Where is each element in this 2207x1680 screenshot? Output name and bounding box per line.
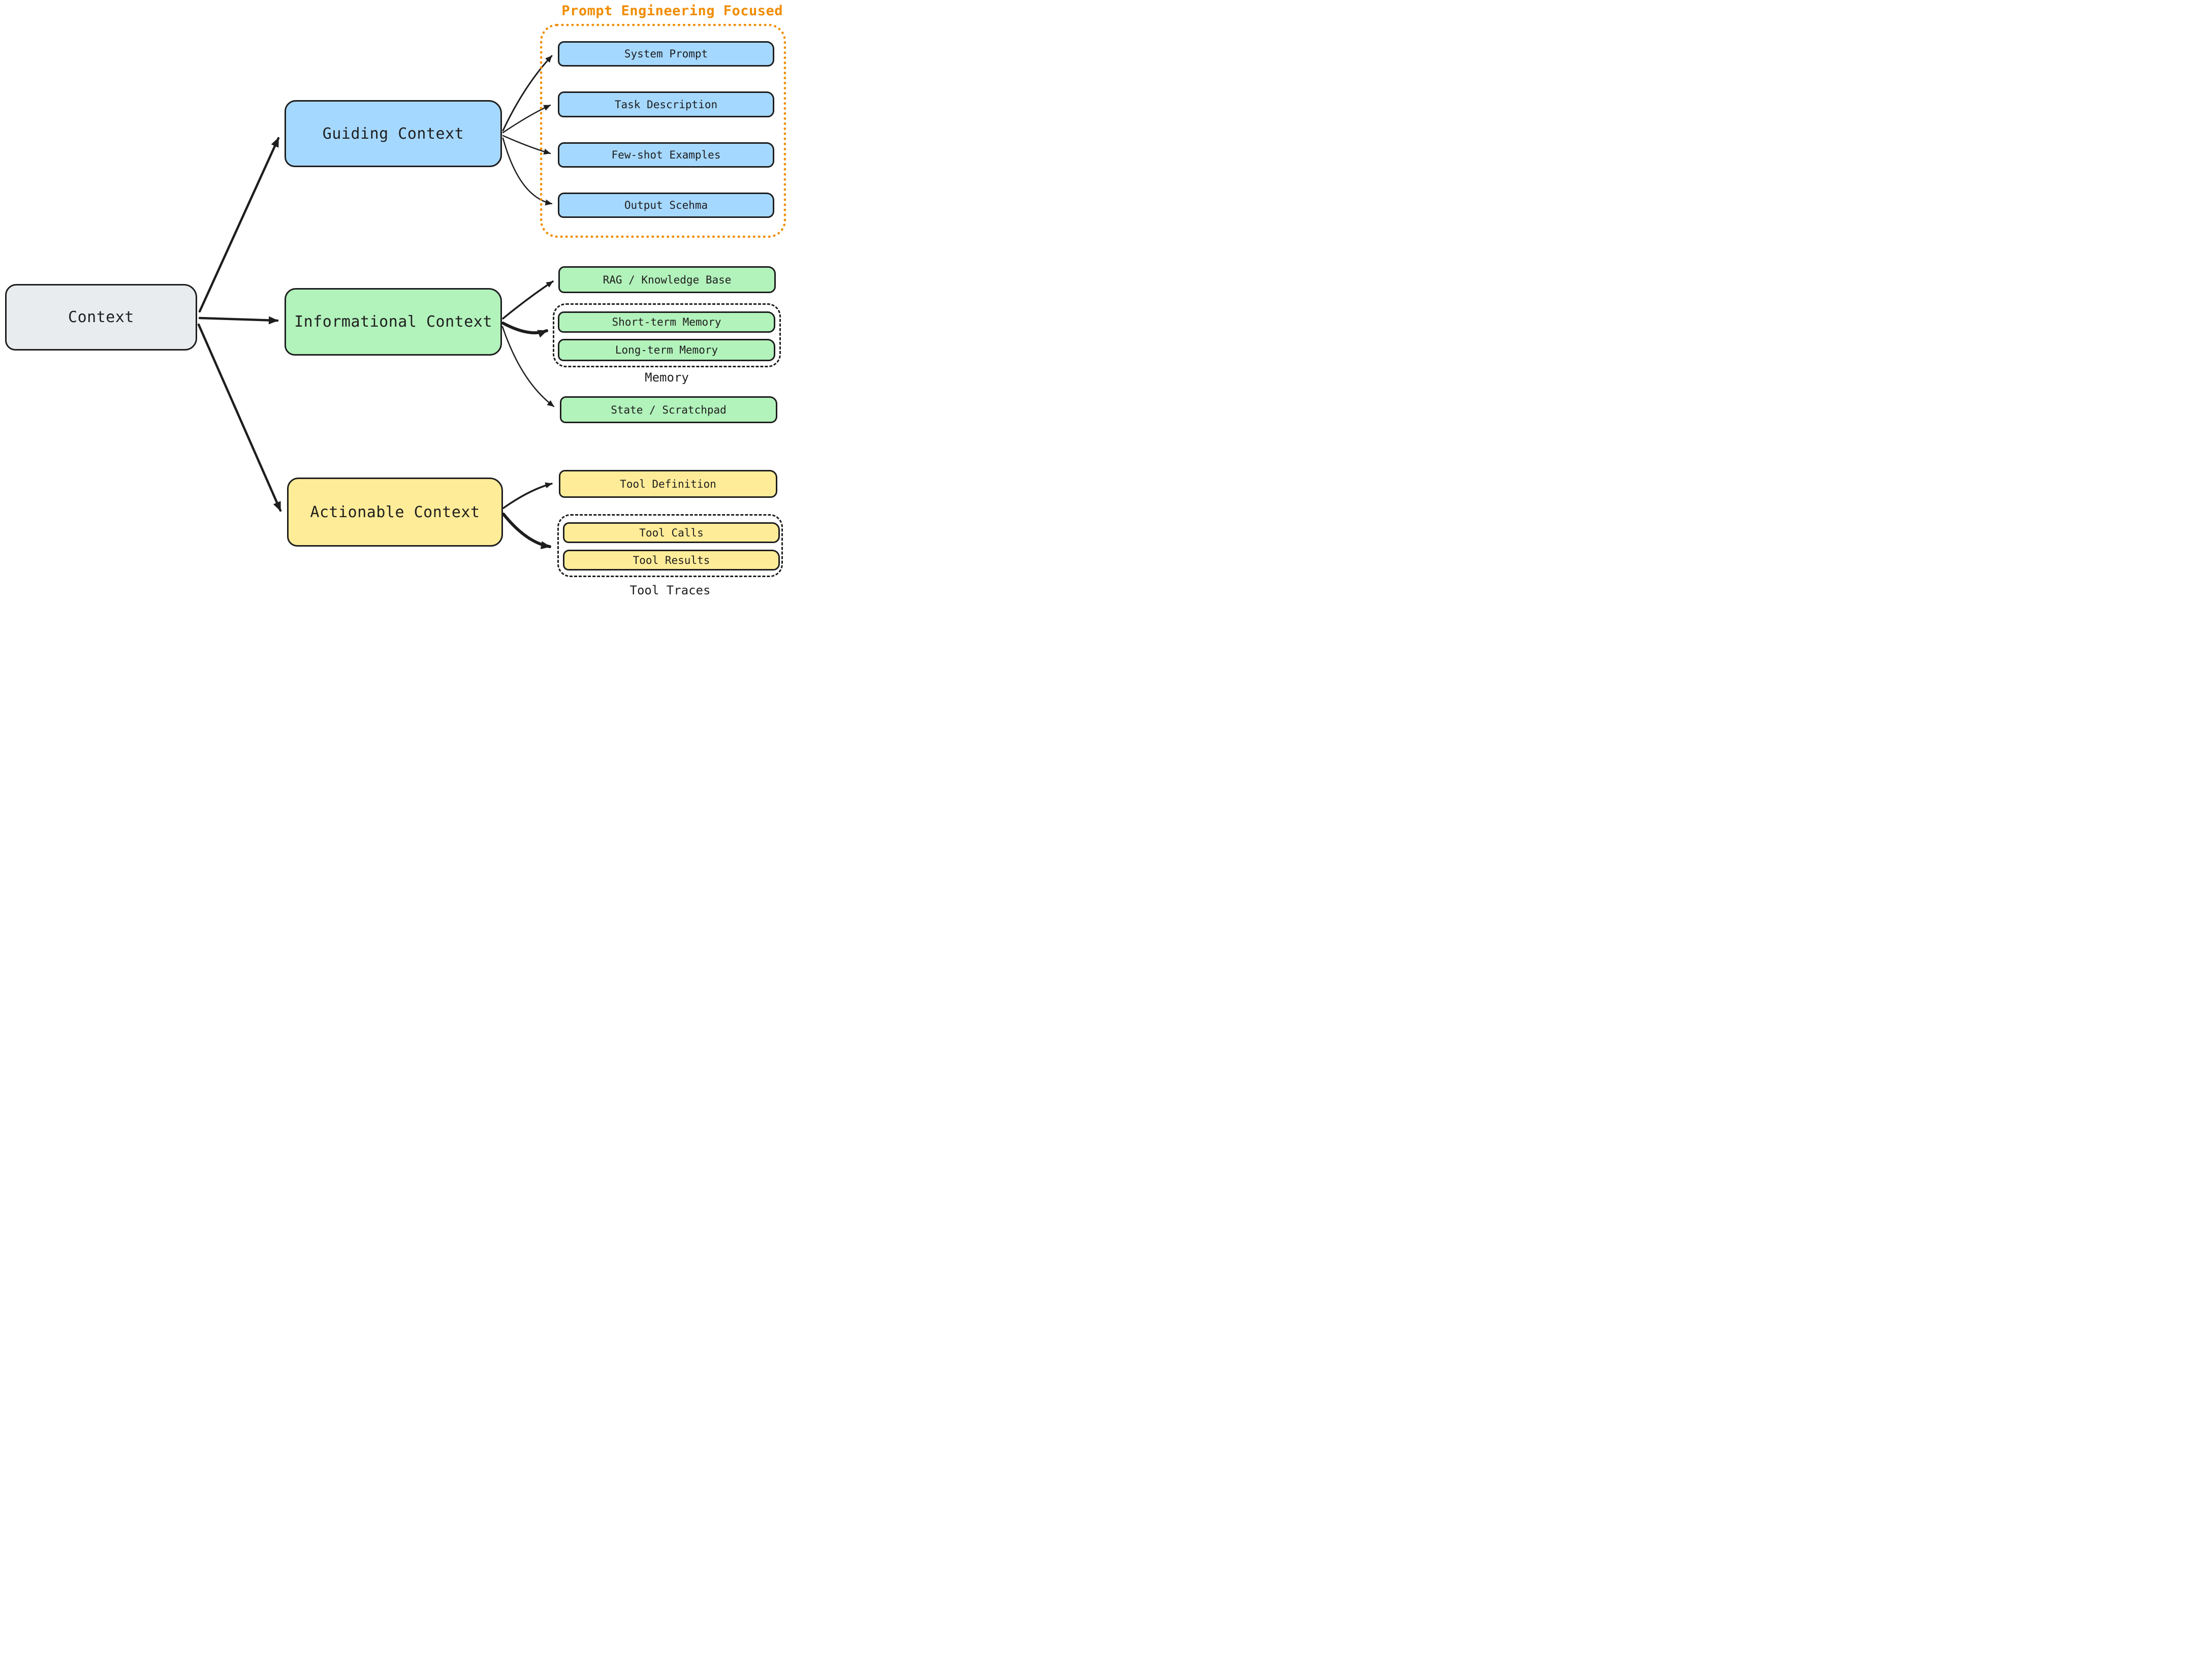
- node-state-scratchpad-label: State / Scratchpad: [611, 403, 727, 416]
- arrow-informational-to-memory: [501, 322, 548, 338]
- node-fewshot-examples: Few-shot Examples: [558, 142, 774, 168]
- node-output-schema: Output Scehma: [558, 193, 774, 218]
- node-rag-knowledge-base: RAG / Knowledge Base: [558, 266, 776, 293]
- node-tool-definition-label: Tool Definition: [620, 478, 716, 490]
- arrow-context-to-actionable: [197, 323, 282, 512]
- node-system-prompt-label: System Prompt: [624, 48, 708, 60]
- node-informational-context-label: Informational Context: [294, 313, 492, 331]
- node-actionable-context: Actionable Context: [287, 478, 503, 547]
- arrow-context-to-informational: [198, 316, 279, 325]
- node-output-schema-label: Output Scehma: [624, 199, 708, 211]
- node-tool-results-label: Tool Results: [633, 554, 710, 566]
- arrow-informational-to-state: [501, 326, 555, 407]
- memory-group-label: Memory: [645, 370, 689, 385]
- node-actionable-context-label: Actionable Context: [310, 503, 480, 521]
- arrow-actionable-to-tool-traces: [502, 513, 551, 549]
- arrow-informational-to-rag: [502, 280, 554, 320]
- prompt-engineering-group-border: [540, 24, 786, 238]
- node-tool-calls-label: Tool Calls: [639, 526, 704, 539]
- node-short-term-memory: Short-term Memory: [558, 311, 775, 333]
- node-guiding-context-label: Guiding Context: [322, 124, 464, 143]
- arrow-actionable-to-tool-definition: [502, 482, 553, 509]
- node-task-description: Task Description: [558, 91, 774, 117]
- node-fewshot-examples-label: Few-shot Examples: [611, 149, 721, 161]
- prompt-engineering-focused-label: Prompt Engineering Focused: [561, 3, 783, 19]
- node-tool-definition: Tool Definition: [559, 470, 777, 498]
- node-state-scratchpad: State / Scratchpad: [560, 396, 777, 423]
- memory-group-border: [553, 303, 781, 367]
- node-tool-results: Tool Results: [563, 550, 780, 570]
- arrow-context-to-guiding: [198, 137, 280, 313]
- node-short-term-memory-label: Short-term Memory: [612, 316, 721, 328]
- tool-traces-group-border: [557, 514, 783, 577]
- tool-traces-group-label: Tool Traces: [629, 583, 711, 597]
- diagram-canvas: { "annotation": { "label": "Prompt Engin…: [0, 0, 787, 599]
- node-guiding-context: Guiding Context: [285, 100, 502, 167]
- node-rag-knowledge-base-label: RAG / Knowledge Base: [603, 273, 732, 286]
- node-task-description-label: Task Description: [614, 98, 718, 111]
- node-context: Context: [5, 284, 197, 351]
- node-context-label: Context: [68, 308, 134, 326]
- node-informational-context: Informational Context: [285, 288, 502, 356]
- node-system-prompt: System Prompt: [558, 41, 774, 67]
- node-long-term-memory: Long-term Memory: [558, 339, 775, 361]
- node-tool-calls: Tool Calls: [563, 522, 780, 543]
- node-long-term-memory-label: Long-term Memory: [615, 344, 718, 356]
